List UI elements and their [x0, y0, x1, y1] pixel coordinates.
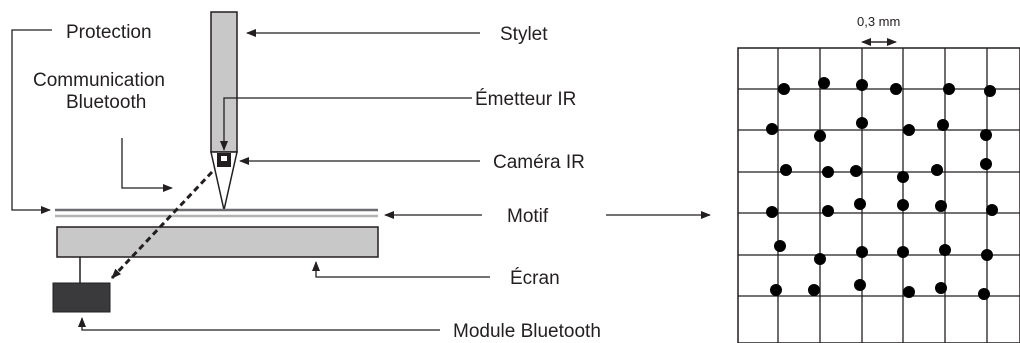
ir-camera-label: Caméra IR [493, 152, 585, 173]
communication-label-line1: Communication [33, 70, 165, 91]
pattern-dot [814, 130, 826, 142]
screen-panel [56, 226, 379, 258]
pattern-dot [978, 288, 990, 300]
grid-dots [766, 77, 998, 300]
pattern-dot [984, 85, 996, 97]
pattern-dot [850, 165, 862, 177]
pattern-dot [980, 129, 992, 141]
pattern-dot [822, 166, 834, 178]
communication-label-line2: Bluetooth [66, 92, 146, 113]
pattern-dot [931, 164, 943, 176]
pattern-dot [766, 206, 778, 218]
pattern-dot [939, 244, 951, 256]
screen-arrow [312, 261, 490, 278]
stylus-label: Stylet [500, 24, 548, 45]
pattern-dot [856, 246, 868, 258]
device-cross-section: Protection Communication Bluetooth Style… [11, 11, 711, 342]
pattern-dot [818, 77, 830, 89]
protection-arrow [11, 29, 52, 214]
ir-signal-dashed-arrow [110, 170, 214, 280]
pattern-dot [780, 164, 792, 176]
ir-emitter-arrow [220, 97, 472, 151]
spacing-label: 0,3 mm [857, 14, 900, 29]
pattern-dot [856, 79, 868, 91]
pattern-dot [903, 124, 915, 136]
pattern-dot [890, 83, 902, 95]
bluetooth-module-label: Module Bluetooth [453, 321, 601, 342]
pattern-dot [808, 284, 820, 296]
pattern-dot [897, 171, 909, 183]
bluetooth-module-box [52, 282, 111, 313]
pattern-dot [986, 204, 998, 216]
pattern-dot [774, 240, 786, 252]
screen-label: Écran [510, 268, 560, 289]
dot-pattern-grid: 0,3 mm [737, 14, 1020, 343]
protection-label: Protection [66, 22, 152, 43]
grid-frame [737, 47, 1020, 343]
pattern-dot [766, 123, 778, 135]
pattern-dot [981, 249, 993, 261]
pattern-dot [935, 200, 947, 212]
pattern-dot [854, 279, 866, 291]
ir-emitter-label: Émetteur IR [475, 89, 576, 110]
pattern-dot [897, 246, 909, 258]
pattern-dot [814, 253, 826, 265]
pattern-dot [937, 119, 949, 131]
pattern-dot [778, 83, 790, 95]
pattern-dot [897, 199, 909, 211]
pattern-dot [980, 158, 992, 170]
bluetooth-module-arrow [78, 317, 440, 331]
communication-arrow [121, 138, 173, 192]
pattern-dot [822, 205, 834, 217]
pattern-dot [935, 282, 947, 294]
pattern-dot [854, 198, 866, 210]
pattern-dot [943, 83, 955, 95]
pattern-dot [903, 286, 915, 298]
pattern-dot [770, 284, 782, 296]
pattern-dot [856, 117, 868, 129]
pattern-label: Motif [507, 206, 549, 227]
